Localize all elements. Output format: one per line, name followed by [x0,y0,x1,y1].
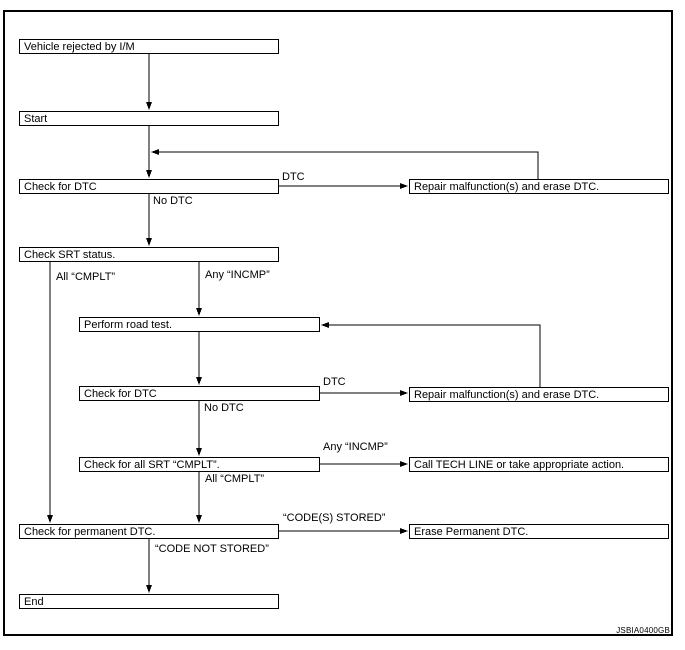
node-perform-road-test: Perform road test. [79,317,320,332]
edge-label-all-cmplt-1: All “CMPLT” [56,271,116,283]
edge-label-no-dtc-1: No DTC [153,195,193,207]
edge-label-dtc-1: DTC [282,171,305,183]
node-check-all-srt-cmplt: Check for all SRT “CMPLT”. [79,457,320,472]
edge-label-code-not-stored: “CODE NOT STORED” [155,543,269,555]
edge-label-no-dtc-2: No DTC [204,402,244,414]
edge-repair2-loop-back [321,322,541,387]
node-erase-permanent-dtc: Erase Permanent DTC. [409,524,669,539]
edge-repair1-loop-back [151,149,539,179]
figure-border [3,10,673,636]
node-end: End [19,594,279,609]
node-vehicle-rejected: Vehicle rejected by I/M [19,39,279,54]
node-check-for-dtc-2: Check for DTC [79,386,320,401]
figure-code: JSBIA0400GB [616,626,670,635]
edge-label-any-incmp-2: Any “INCMP” [323,441,388,453]
edge-label-codes-stored: “CODE(S) STORED” [283,512,386,524]
node-repair-erase-dtc-1: Repair malfunction(s) and erase DTC. [409,179,669,194]
node-start: Start [19,111,279,126]
node-call-tech-line: Call TECH LINE or take appropriate actio… [409,457,669,472]
node-check-srt-status: Check SRT status. [19,247,279,262]
node-check-for-dtc-1: Check for DTC [19,179,279,194]
edge-label-any-incmp-1: Any “INCMP” [205,269,270,281]
edge-label-dtc-2: DTC [323,376,346,388]
edge-label-all-cmplt-2: All “CMPLT” [205,473,265,485]
node-check-permanent-dtc: Check for permanent DTC. [19,524,279,539]
node-repair-erase-dtc-2: Repair malfunction(s) and erase DTC. [409,387,669,402]
